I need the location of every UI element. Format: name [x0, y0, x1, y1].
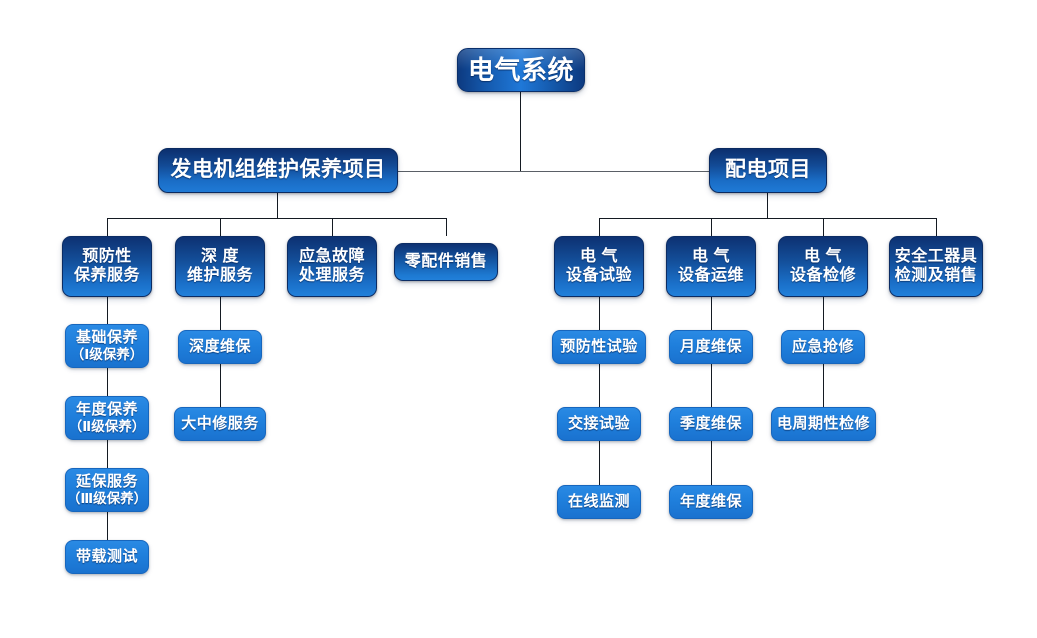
leaf-label-line1: 季度维保	[679, 415, 742, 433]
leaf-basic-maintenance[interactable]: 基础保养 （Ⅰ级保养）	[65, 324, 149, 368]
leaf-preventive-test[interactable]: 预防性试验	[552, 330, 646, 364]
leaf-monthly-maintenance[interactable]: 月度维保	[669, 330, 753, 364]
leaf-annual-maintenance[interactable]: 年度保养 （Ⅱ级保养）	[65, 396, 149, 440]
leaf-label-line1: 应急抢修	[791, 338, 854, 356]
connector-left-child-3	[332, 218, 333, 236]
leaf-label-line1: 预防性试验	[560, 338, 638, 356]
leaf-label-line2: （Ⅰ级保养）	[70, 346, 144, 362]
leaf-emergency-repair[interactable]: 应急抢修	[781, 330, 865, 364]
connector-left-child-1	[107, 218, 108, 236]
node-electrical-equipment-testing[interactable]: 电 气 设备试验	[554, 236, 644, 297]
connector-rcol1-chain	[599, 297, 600, 485]
node-label-line1: 应急故障	[298, 247, 365, 265]
leaf-label-line1: 延保服务	[75, 473, 138, 491]
connector-right-child-4	[936, 218, 937, 236]
leaf-handover-test[interactable]: 交接试验	[557, 407, 641, 441]
node-label-line1: 电 气	[804, 247, 842, 265]
connector-rcol2-chain	[711, 297, 712, 485]
node-branch-generator[interactable]: 发电机组维护保养项目	[158, 148, 398, 193]
node-emergency-fault-service[interactable]: 应急故障 处理服务	[287, 236, 377, 297]
leaf-periodic-electrical-overhaul[interactable]: 电周期性检修	[771, 407, 876, 441]
node-preventive-maintenance-service[interactable]: 预防性 保养服务	[62, 236, 152, 297]
node-label-line1: 安全工器具	[894, 247, 978, 265]
leaf-label-line1: 月度维保	[679, 338, 742, 356]
node-branch-distribution[interactable]: 配电项目	[709, 148, 827, 193]
node-safety-tools-inspection-sales[interactable]: 安全工器具 检测及销售	[889, 236, 983, 297]
connector-left-branch-down	[277, 193, 278, 218]
leaf-label-line1: 电周期性检修	[776, 415, 870, 433]
leaf-label-line1: 年度保养	[75, 401, 138, 419]
leaf-label-line1: 年度维保	[679, 493, 742, 511]
node-electrical-equipment-operation[interactable]: 电 气 设备运维	[666, 236, 756, 297]
connector-left-child-2	[220, 218, 221, 236]
leaf-major-overhaul-service[interactable]: 大中修服务	[174, 407, 266, 441]
connector-level2-spine	[396, 171, 520, 172]
node-label-line2: 处理服务	[298, 266, 365, 284]
leaf-label-line2: （Ⅱ级保养）	[68, 418, 146, 434]
connector-right-child-3	[823, 218, 824, 236]
node-label-line1: 零配件销售	[404, 252, 488, 270]
node-spare-parts-sales[interactable]: 零配件销售	[394, 243, 498, 281]
node-label-line2: 保养服务	[73, 266, 140, 284]
node-label-line1: 电 气	[692, 247, 730, 265]
connector-root-down	[520, 91, 521, 171]
node-label-line2: 设备检修	[789, 266, 856, 284]
connector-left-child-4	[446, 218, 447, 236]
node-label-line2: 维护服务	[186, 266, 253, 284]
connector-right-child-1	[599, 218, 600, 236]
node-label-line1: 预防性	[82, 247, 132, 265]
leaf-quarterly-maintenance[interactable]: 季度维保	[669, 407, 753, 441]
connector-right-child-2	[711, 218, 712, 236]
leaf-load-test[interactable]: 带载测试	[65, 540, 149, 574]
node-electrical-equipment-repair[interactable]: 电 气 设备检修	[778, 236, 868, 297]
leaf-online-monitoring[interactable]: 在线监测	[557, 485, 641, 519]
leaf-label-line1: 在线监测	[567, 493, 630, 511]
node-deep-maintenance-service[interactable]: 深 度 维护服务	[175, 236, 265, 297]
leaf-extended-warranty-service[interactable]: 延保服务 （Ⅲ级保养）	[65, 468, 149, 512]
leaf-label-line2: （Ⅲ级保养）	[66, 490, 148, 506]
connector-right-branch-down	[767, 193, 768, 218]
node-label-line2: 设备运维	[677, 266, 744, 284]
connector-right-bus	[599, 218, 936, 219]
node-root-electrical-system[interactable]: 电气系统	[457, 48, 585, 92]
node-label-line2: 设备试验	[565, 266, 632, 284]
leaf-label-line1: 大中修服务	[181, 415, 259, 433]
leaf-label-line1: 基础保养	[75, 329, 138, 347]
connector-level2-spine-right	[520, 171, 711, 172]
leaf-annual-maintenance-dist[interactable]: 年度维保	[669, 485, 753, 519]
node-label-line2: 检测及销售	[894, 266, 978, 284]
leaf-label-line1: 带载测试	[75, 548, 138, 566]
node-label-line1: 电 气	[580, 247, 618, 265]
leaf-deep-maintenance[interactable]: 深度维保	[178, 330, 262, 364]
node-label-line1: 深 度	[201, 247, 239, 265]
connector-left-bus	[107, 218, 446, 219]
leaf-label-line1: 交接试验	[567, 415, 630, 433]
leaf-label-line1: 深度维保	[188, 338, 251, 356]
